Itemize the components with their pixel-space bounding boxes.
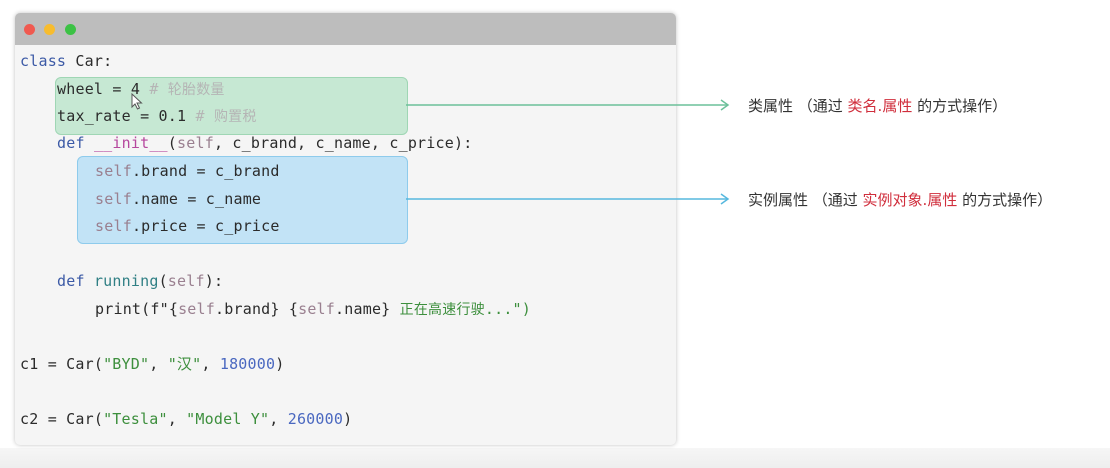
maximize-button[interactable] [65,24,76,35]
code-line-class: class Car: [20,51,112,71]
note-text: 类属性 （通过 [748,97,848,115]
code-line-c2: c2 = Car("Tesla", "Model Y", 260000) [20,409,352,429]
string: "Tesla" [103,410,168,428]
code-line-init: def __init__(self, c_brand, c_name, c_pr… [57,133,472,153]
space [85,272,94,290]
code-line-c1: c1 = Car("BYD", "汉", 180000) [20,354,284,374]
number: 180000 [219,355,276,373]
instance-attr-arrow-icon [406,193,730,205]
class-attr-note: 类属性 （通过 类名.属性 的方式操作） [748,95,1007,116]
code-text: , [269,410,288,428]
instance-attributes-highlight [77,156,408,244]
code-text: c1 = Car( [20,355,104,373]
string: "BYD" [103,355,150,373]
code-text: ): [204,272,224,290]
code-line-name: self.name = c_name [95,189,261,209]
code-line-print: print(f"{self.brand} {self.name} 正在高速行驶.… [95,299,531,320]
title-bar [15,13,676,45]
function-name: __init__ [93,134,168,152]
note-text: 的方式操作） [957,191,1053,209]
code-text: ) [275,355,285,373]
self-keyword: self [178,300,216,318]
self-keyword: self [95,217,132,235]
code-text: .brand = c_brand [131,162,280,180]
code-text: .name = c_name [131,190,262,208]
self-keyword: self [167,272,205,290]
code-line-wheel: wheel = 4 # 轮胎数量 [57,79,225,100]
mouse-cursor-icon [131,93,143,110]
self-keyword: self [177,134,214,152]
keyword: def [57,272,85,290]
code-text: , [149,355,168,373]
code-text: tax_rate = [57,107,159,125]
keyword: class [20,52,67,70]
code-text: print(f"{ [95,300,179,318]
instance-attr-note: 实例属性 （通过 实例对象.属性 的方式操作） [748,189,1052,210]
code-line-brand: self.brand = c_brand [95,161,280,181]
code-line-running: def running(self): [57,271,223,291]
code-text: , [167,410,187,428]
code-window: class Car: wheel = 4 # 轮胎数量 tax_rate = 0… [15,13,676,445]
code-text: Car: [66,52,113,70]
note-highlight: 类名.属性 [847,97,913,115]
code-text: .price = c_price [131,217,280,235]
self-keyword: self [95,190,132,208]
number: 4 [130,80,141,98]
comment-text: 购置税 [213,109,257,125]
class-attr-arrow-icon [406,99,730,111]
code-text: .brand} { [215,300,299,318]
number: 0.1 [158,107,187,125]
bottom-band [0,448,1110,468]
code-line-price: self.price = c_price [95,216,280,236]
note-text: 的方式操作） [912,97,1008,115]
paren: ( [167,134,178,152]
comment: # [140,80,168,98]
code-text: , c_brand, c_name, c_price): [213,134,473,152]
string-text: 正在高速行驶 [399,302,485,318]
code-line-tax-rate: tax_rate = 0.1 # 购置税 [57,106,257,127]
space [85,134,94,152]
code-text: ...") [484,300,532,318]
function-name: running [93,272,159,290]
comment-text: 轮胎数量 [167,82,225,98]
code-text: , [201,355,220,373]
number: 260000 [287,410,344,428]
string: "Model Y" [186,410,270,428]
self-keyword: self [95,162,132,180]
keyword: def [57,134,85,152]
code-text: ) [343,410,353,428]
comment: # [186,107,214,125]
self-keyword: self [298,300,336,318]
minimize-button[interactable] [44,24,55,35]
code-text: .name} [335,300,400,318]
class-attributes-highlight [55,77,408,135]
note-highlight: 实例对象.属性 [862,191,958,209]
code-text: c2 = Car( [20,410,104,428]
paren: ( [158,272,168,290]
code-text: wheel = [57,80,131,98]
note-text: 实例属性 （通过 [748,191,863,209]
string: "汉" [167,355,202,373]
close-button[interactable] [24,24,35,35]
